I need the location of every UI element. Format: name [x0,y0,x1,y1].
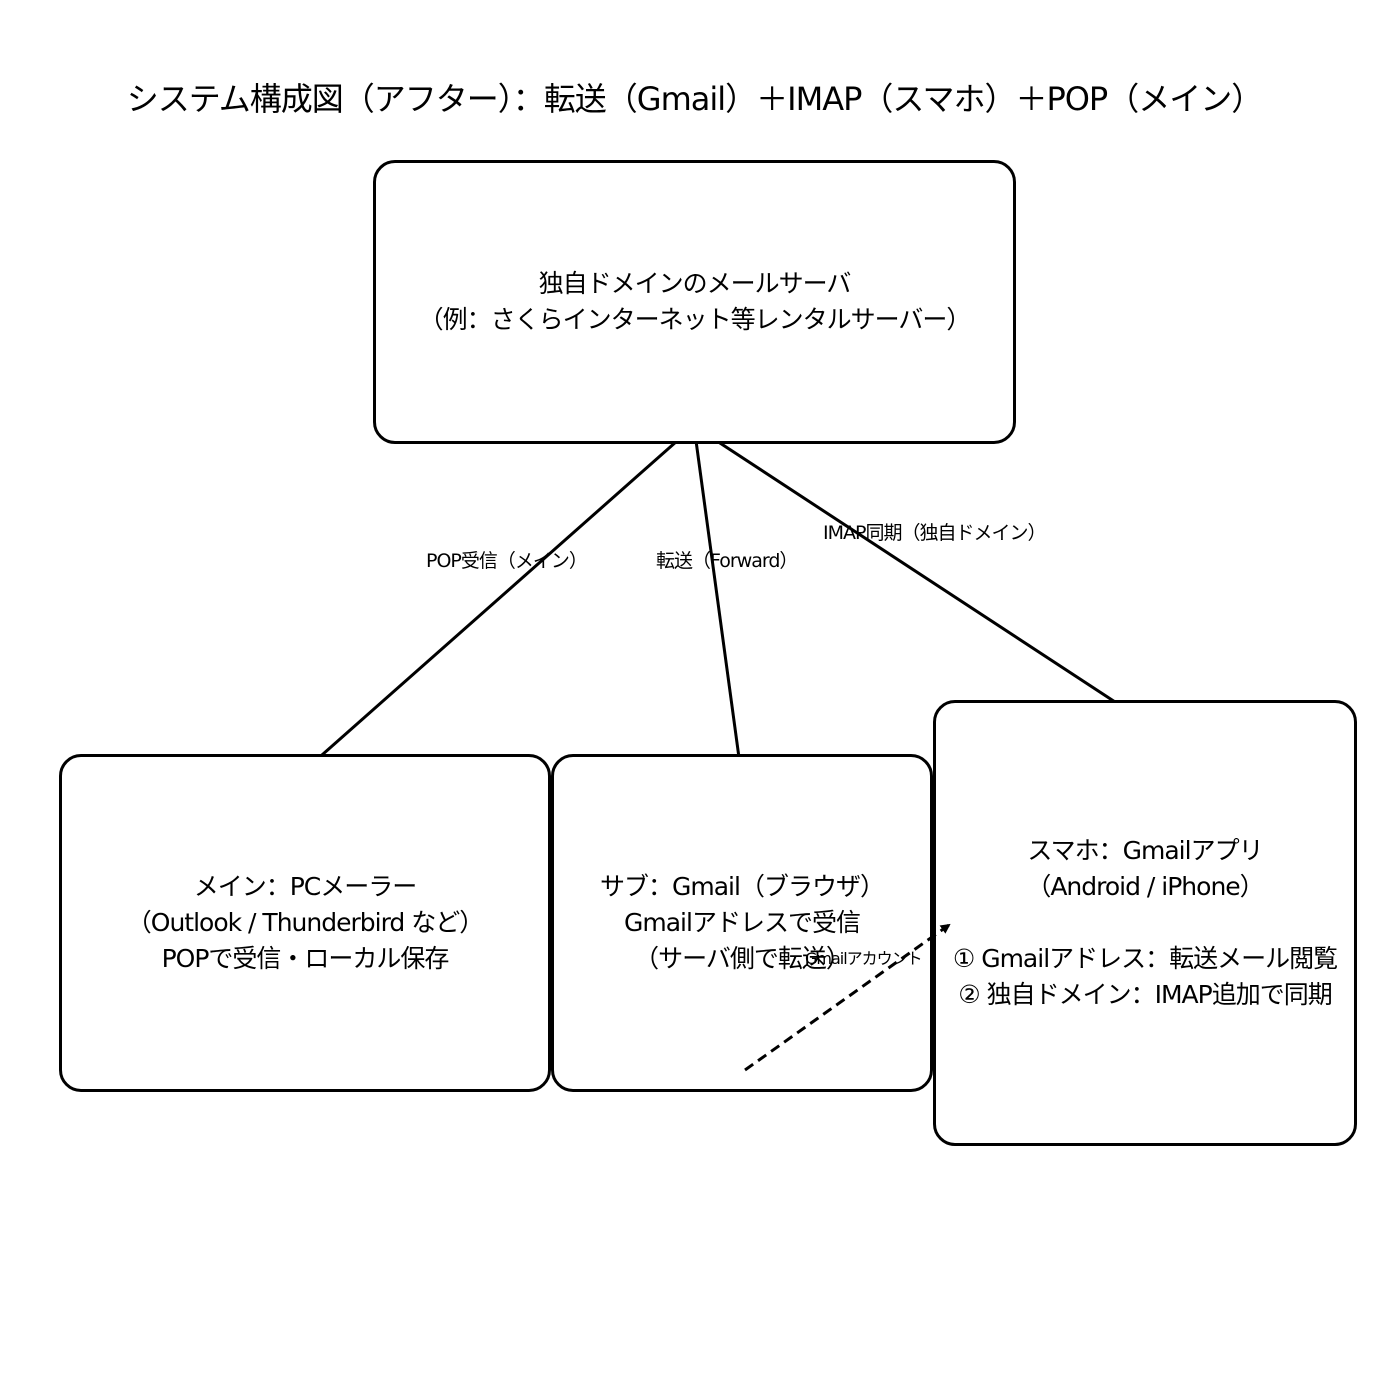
node-smartphone-app-text: スマホ：Gmailアプリ （Android / iPhone） ① Gmailア… [952,835,1338,1010]
edge-forward-arrow [692,425,744,767]
node-mail-server: 独自ドメインのメールサーバ （例：さくらインターネット等レンタルサーバー） [373,160,1016,444]
edge-account-dashed-arrow [744,923,951,1072]
node-mail-server-text: 独自ドメインのメールサーバ （例：さくらインターネット等レンタルサーバー） [418,268,972,334]
edge-imap-label: IMAP同期（独自ドメイン） [823,522,1046,544]
node-pc-mailer-text: メイン：PCメーラー （Outlook / Thunderbird など） PO… [126,871,484,974]
edge-forward-label: 転送（Forward） [656,550,798,572]
edge-account-label: Gmailアカウント [805,949,923,968]
edge-pop-label: POP受信（メイン） [426,550,588,572]
node-pc-mailer: メイン：PCメーラー （Outlook / Thunderbird など） PO… [59,754,551,1092]
node-smartphone-app: スマホ：Gmailアプリ （Android / iPhone） ① Gmailア… [933,700,1357,1146]
node-gmail-browser: サブ：Gmail（ブラウザ） Gmailアドレスで受信 （サーバ側で転送） [551,754,933,1092]
diagram-title: システム構成図（アフター）：転送（Gmail）＋IMAP（スマホ）＋POP（メイ… [126,80,1263,118]
edge-imap-arrow [693,424,1140,719]
edge-pop-arrow [303,424,695,772]
node-gmail-browser-text: サブ：Gmail（ブラウザ） Gmailアドレスで受信 （サーバ側で転送） [600,871,885,974]
